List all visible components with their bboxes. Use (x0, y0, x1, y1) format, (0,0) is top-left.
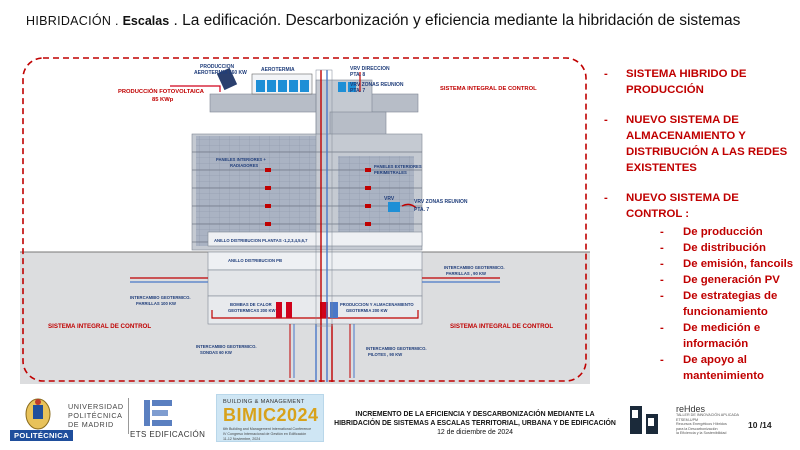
label-intercambio-pilotes-2: PILOTES , 90 KW (368, 352, 402, 357)
basement-level-2 (207, 295, 423, 325)
pv-panel-icon (170, 67, 238, 92)
basement-level (207, 269, 423, 297)
rehdes-logo-icon (630, 406, 658, 434)
vrv-unit-mid (388, 202, 417, 212)
aerotermia-units (251, 73, 356, 95)
building-diagram: AEROTERMIA PRODUCCION AEROTERMIA 560 KW … (20, 56, 590, 384)
floor-lines (192, 151, 422, 243)
bullet-item: NUEVO SISTEMA DE ALMACENAMIENTO Y DISTRI… (600, 112, 796, 176)
label-produccion-almacenamiento: PRODUCCION Y ALMACENAMIENTO (340, 302, 414, 307)
sub-bullet-item: De producción (626, 224, 796, 240)
label-anillo-pb: ANILLO DISTRIBUCION PB (228, 258, 282, 263)
footer-date: 12 de diciembre de 2024 (437, 429, 513, 436)
geothermal-probes (289, 324, 355, 378)
label-intercambio-sondas-2: SONDAS 60 KW (200, 350, 232, 355)
label-produccion-almacenamiento-2: GEOTERMIA 200 KW (346, 308, 388, 313)
page-number: 10 /14 (748, 420, 772, 430)
building-diagram-svg: AEROTERMIA PRODUCCION AEROTERMIA 560 KW … (20, 57, 590, 384)
rehdes-sub: TALLER DE INNOVACIÓN APLICADA ETSEM-UPM … (676, 413, 739, 436)
geothermal-loops (130, 277, 500, 319)
bimic-sub-text: 6th Building and Management Internationa… (223, 427, 312, 441)
footer-center-text: INCREMENTO DE LA EFICIENCIA Y DESCARBONI… (330, 410, 620, 437)
label-intercambio-geo-left: INTERCAMBIO GEOTERMICO. (130, 295, 191, 300)
bullet-label: SISTEMA HIBRIDO DE PRODUCCIÓN (626, 68, 747, 96)
facade-right-grid (338, 156, 414, 246)
bimic-top-text: BUILDING & MANAGEMENT (223, 399, 305, 405)
label-vrv-zonas-mid-pta: PTA. 7 (414, 207, 429, 213)
label-produccion-aerotermia-2: AEROTERMIA 560 KW (194, 70, 247, 76)
label-bombas-calor-2: GEOTERMICAS 200 KW (228, 308, 276, 313)
roof-slab (209, 93, 419, 113)
footer-line-2: HIBRIDACIÓN DE SISTEMAS A ESCALAS TERRIT… (334, 420, 616, 427)
label-intercambio-pilotes: INTERCAMBIO GEOTERMICO. (366, 346, 427, 351)
title-part-2: Escalas (122, 14, 170, 28)
distribution-arrows (265, 168, 371, 226)
footer-divider (128, 398, 129, 434)
label-vrv-direccion-pta: PTA. 8 (350, 72, 365, 78)
label-sistema-integral-top: SISTEMA INTEGRAL DE CONTROL (440, 86, 537, 92)
label-sistema-integral-right: SISTEMA INTEGRAL DE CONTROL (450, 323, 553, 330)
ets-edificacion-logo-icon (144, 400, 172, 426)
label-intercambio-geo-right-2: PARRILLAS , 90 KW (446, 271, 486, 276)
control-boundary (22, 57, 587, 382)
label-sistema-integral-left: SISTEMA INTEGRAL DE CONTROL (48, 323, 151, 330)
ets-name: ETS EDIFICACIÓN (130, 430, 206, 439)
bullet-item: SISTEMA HIBRIDO DE PRODUCCIÓN (600, 66, 796, 98)
label-paneles-exteriores: PANELES EXTERIORES (374, 164, 422, 169)
label-paneles-exteriores-2: PERIMETRALES (374, 170, 407, 175)
label-vrv-small: VRV (384, 196, 395, 202)
bullet-label: NUEVO SISTEMA DE CONTROL : (626, 192, 739, 220)
title-part-3: . La edificación. Descarbonización y efi… (169, 12, 741, 29)
footer-line-1: INCREMENTO DE LA EFICIENCIA Y DESCARBONI… (355, 411, 595, 418)
label-vrv-direccion: VRV DIRECCION (350, 66, 390, 72)
bimic-logo: BUILDING & MANAGEMENT BIMIC2024 6th Buil… (216, 394, 324, 442)
bullet-list: SISTEMA HIBRIDO DE PRODUCCIÓN NUEVO SIST… (600, 66, 796, 398)
label-aerotermia: AEROTERMIA (261, 67, 295, 73)
title-part-1: HIBRIDACIÓN . (26, 14, 123, 28)
label-bombas-calor: BOMBAS DE CALOR (230, 302, 272, 307)
label-produccion-aerotermia: PRODUCCION (200, 64, 235, 70)
sub-bullet-list: De producción De distribución De emisión… (626, 224, 796, 384)
label-produccion-fv-kwp: 85 KWp (152, 97, 174, 103)
slide-title: HIBRIDACIÓN . Escalas . La edificación. … (26, 12, 786, 30)
label-vrv-zonas-top-pta: PTA. 7 (350, 88, 365, 94)
upper-floor-right (329, 111, 387, 137)
upm-name: UNIVERSIDAD POLITÉCNICA DE MADRID (68, 402, 124, 429)
label-paneles-interiores: PANELES INTERIORES + (216, 157, 266, 162)
sub-bullet-item: De medición e información (626, 320, 796, 352)
facade-left-grid (196, 136, 316, 246)
bullet-label: NUEVO SISTEMA DE ALMACENAMIENTO Y DISTRI… (626, 114, 788, 174)
label-intercambio-geo-left-2: PARRILLAS 100 KW (136, 301, 176, 306)
riser-shaft (315, 69, 333, 327)
distribution-level-plantas (207, 231, 423, 247)
label-produccion-fv: PRODUCCIÓN FOTOVOLTAICA (118, 87, 205, 95)
label-paneles-interiores-2: RADIADORES (230, 163, 258, 168)
sub-bullet-item: De distribución (626, 240, 796, 256)
heat-pump-units (276, 302, 338, 318)
upm-badge: POLITÉCNICA (10, 430, 73, 441)
sub-bullet-item: De emisión, fancoils (626, 256, 796, 272)
upm-crest-icon (25, 398, 51, 430)
vertical-risers (315, 70, 333, 382)
label-vrv-zonas-top: VRV ZONAS REUNION (350, 82, 404, 88)
bimic-main-text: BIMIC2024 (223, 405, 319, 425)
label-intercambio-geo-right: INTERCAMBIO GEOTERMICO. (444, 265, 505, 270)
rehdes-name: reHdes (676, 404, 706, 414)
slide-footer: UNIVERSIDAD POLITÉCNICA DE MADRID POLITÉ… (0, 390, 800, 450)
label-intercambio-sondas: INTERCAMBIO GEOTERMICO. (196, 344, 257, 349)
label-vrv-zonas-mid: VRV ZONAS REUNION (414, 199, 468, 205)
sub-bullet-item: De apoyo al mantenimiento (626, 352, 796, 384)
bullet-item: NUEVO SISTEMA DE CONTROL : De producción… (600, 190, 796, 384)
sub-bullet-item: De estrategias de funcionamiento (626, 288, 796, 320)
label-anillo-plantas: ANILLO DISTRIBUCION PLANTAS -1,2,3,4,5,6… (214, 238, 308, 243)
sub-bullet-item: De generación PV (626, 272, 796, 288)
